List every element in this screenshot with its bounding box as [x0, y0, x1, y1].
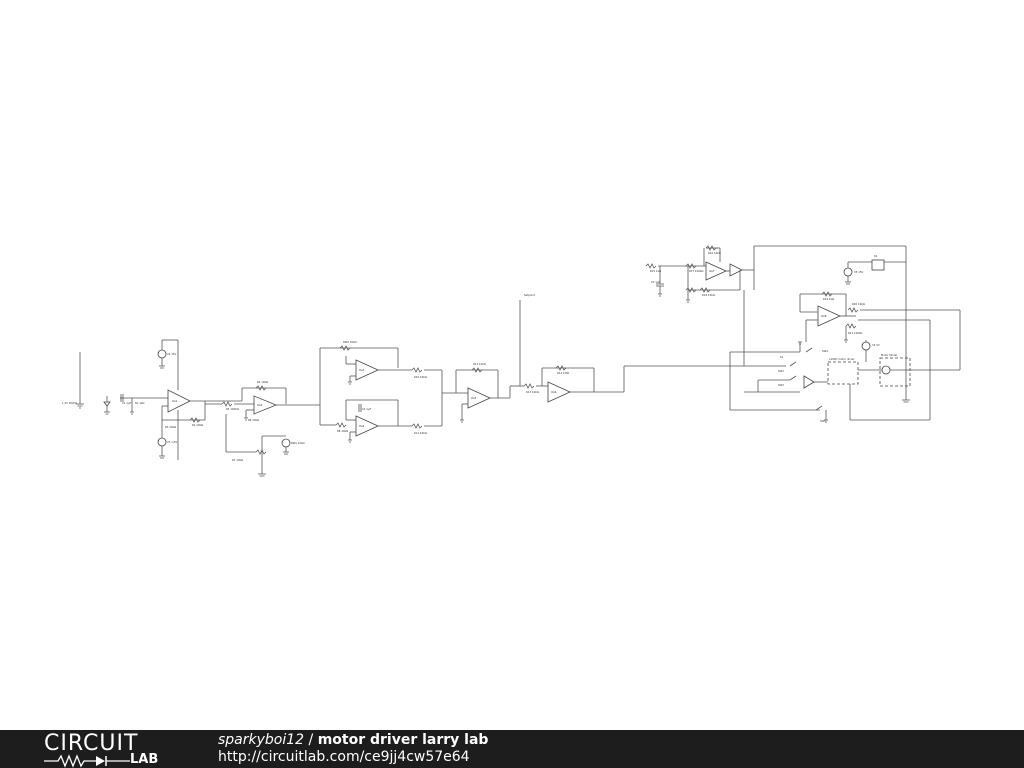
circuit-title-line: sparkyboi12 / motor driver larry lab	[218, 732, 488, 749]
label-r4: R4 10kΩ	[257, 380, 268, 384]
label-sw5: SW5	[820, 419, 826, 423]
label-c1: C1 1µF	[122, 401, 132, 405]
label-oa5: OA5	[471, 396, 477, 400]
label-vcc: V2 15V	[167, 352, 177, 356]
logo-lab-text: LAB	[130, 752, 159, 767]
label-r5: R5 100kΩ	[226, 407, 239, 411]
label-sw3: SW3	[778, 383, 784, 387]
label-oa1: OA1	[172, 399, 178, 403]
label-r10: R10 10kΩ	[414, 375, 427, 379]
label-rf: R14 1MΩ	[557, 371, 569, 375]
footer-bar: CIRCUIT LAB sparkyboi12 / motor driver l…	[0, 730, 1024, 768]
label-r3: R3 10kΩ	[165, 425, 176, 429]
label-rt4: R18 10kΩ	[702, 293, 715, 297]
label-sw1: S1	[780, 355, 784, 359]
label-r9: RW2 10kΩ	[343, 340, 357, 344]
gain-stage: R4 10kΩ R5 100kΩ OA2 R6 10kΩ R7 10kΩ RW1…	[205, 380, 320, 477]
title-separator: /	[304, 732, 318, 748]
label-rt1: R15 1kΩ	[650, 269, 661, 273]
circuitlab-logo[interactable]: CIRCUIT LAB	[44, 731, 174, 768]
label-sw2: SW2	[778, 369, 784, 373]
label-oa6: OA6	[551, 390, 557, 394]
label-oa7: OA7	[709, 269, 715, 273]
label-d1: D1	[874, 254, 878, 258]
label-rt3: R17 100kΩ	[689, 269, 703, 273]
label-setpoint: Setpoint	[524, 293, 535, 297]
label-r8: R8 10kΩ	[337, 429, 348, 433]
label-oa4: OA4	[359, 424, 365, 428]
label-sw4: SW4	[822, 349, 828, 353]
label-rs: R13 10kΩ	[526, 390, 539, 394]
label-rf4: R21 100kΩ	[848, 331, 862, 335]
label-r6: R6 10kΩ	[248, 418, 259, 422]
label-ct: C3 1µF	[651, 280, 661, 284]
label-v5: V5 15V	[854, 270, 864, 274]
circuit-url[interactable]: http://circuitlab.com/ce9jj4cw57e64	[218, 749, 470, 765]
schematic-canvas: 1.2V 500Hz C1 1µF R1 1kΩ V2 15V	[62, 245, 961, 477]
circuit-title[interactable]: motor driver larry lab	[317, 732, 489, 748]
label-c2: C2 1µF	[362, 407, 372, 411]
label-r12: R12 10kΩ	[473, 362, 486, 366]
label-vs: 1.2V 500Hz	[62, 401, 78, 405]
label-motor: Motor Model	[881, 353, 897, 357]
label-r7: R7 10kΩ	[232, 458, 243, 462]
label-r2: R2 10kΩ	[192, 423, 203, 427]
label-pot: RW1 10kΩ	[291, 441, 305, 445]
motor-control-stage: R15 1kΩ C3 1µF R16 10kΩ R17 100kΩ R18 10…	[645, 245, 961, 423]
summing-stage: R12 10kΩ OA5 Setpoint R13 10kΩ R14 1MΩ O…	[455, 293, 744, 423]
label-r11: R11 10kΩ	[414, 431, 427, 435]
label-oa8: OA8	[821, 314, 827, 318]
logo-wave-icon	[44, 754, 130, 768]
label-r1: R1 1kΩ	[135, 401, 144, 405]
circuit-meta: sparkyboi12 / motor driver larry lab htt…	[218, 732, 488, 766]
author-link[interactable]: sparkyboi12	[218, 732, 305, 748]
label-driver: L293D motor driver	[829, 357, 855, 361]
circuit-schematic: 1.2V 500Hz C1 1µF R1 1kΩ V2 15V	[62, 245, 961, 477]
dual-path-stage: R8 10kΩ RW2 10kΩ OA3 R10 10kΩ C2 1µF OA4	[319, 340, 468, 443]
label-oa2: OA2	[257, 403, 263, 407]
input-stage: 1.2V 500Hz C1 1µF R1 1kΩ V2 15V	[62, 339, 242, 460]
label-vref: V4 5V	[872, 343, 880, 347]
label-rf3: R20 10kΩ	[852, 302, 865, 306]
logo-circuit-text: CIRCUIT	[44, 731, 139, 756]
label-vee: V3 -15V	[167, 440, 177, 444]
label-oa3: OA3	[359, 368, 365, 372]
label-rt2: R16 10kΩ	[708, 251, 721, 255]
label-rf2: R19 1kΩ	[823, 297, 834, 301]
